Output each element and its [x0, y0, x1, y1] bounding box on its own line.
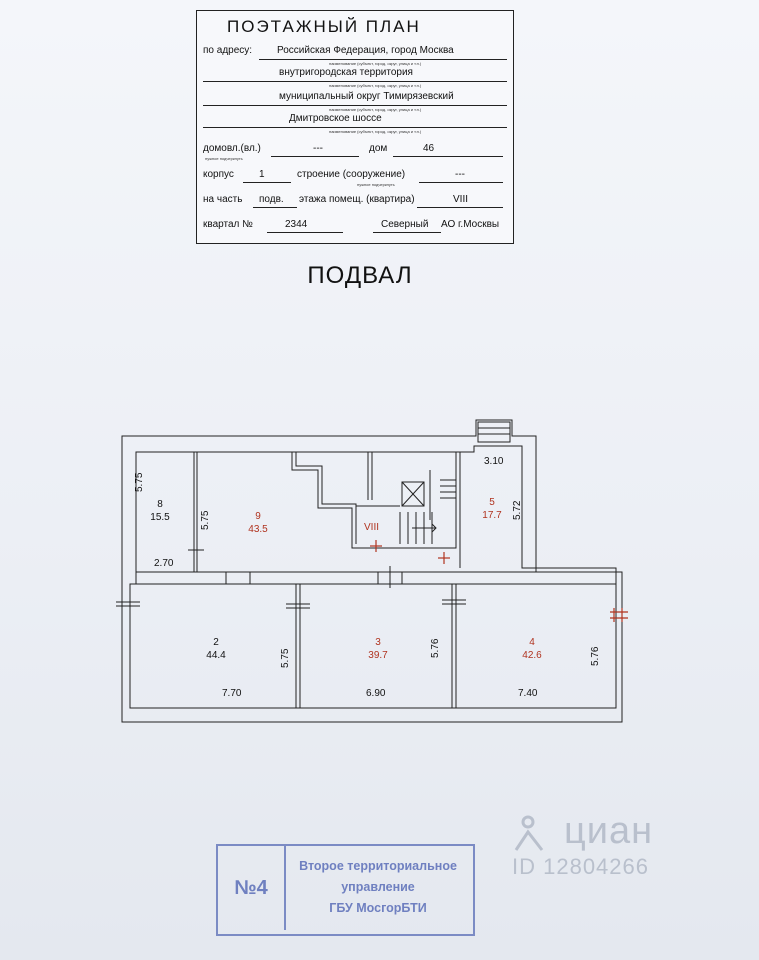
part-value: подв.	[259, 194, 284, 205]
bti-stamp: №4 Второе территориальное управление ГБУ…	[216, 844, 475, 936]
district-hint: наименование (субъект, город, округ, ули…	[329, 107, 422, 112]
room-2-number: 2	[213, 637, 219, 648]
room-9-area: 43.5	[248, 524, 268, 535]
room-9-label: 9 43.5	[238, 510, 278, 536]
address-label: по адресу:	[203, 45, 253, 56]
part-underline	[253, 207, 297, 208]
floor-label: этажа помещ. (квартира)	[299, 194, 415, 205]
inner-wall	[129, 445, 617, 709]
address-hint: наименование (субъект, город, округ, ули…	[329, 61, 422, 66]
entrance-niche	[477, 421, 511, 443]
room-3-area: 39.7	[368, 650, 388, 661]
dim-room4-height: 5.76	[590, 646, 601, 666]
stroenie-hint: нужное подчеркнуть	[357, 182, 395, 187]
ao-suffix: АО г.Москвы	[441, 219, 500, 230]
stroenie-underline	[419, 182, 503, 183]
stroenie-value: ---	[455, 169, 465, 180]
room-4-area: 42.6	[522, 650, 542, 661]
part-label: на часть	[203, 194, 243, 205]
dim-room4-width: 7.40	[518, 688, 538, 699]
room-9-number: 9	[255, 511, 261, 522]
street-underline	[203, 127, 507, 128]
elevator-shaft	[401, 481, 425, 507]
room-5-label: 5 17.7	[472, 496, 512, 522]
outer-wall	[121, 419, 623, 723]
domovl-value: ---	[313, 143, 323, 154]
district-underline	[203, 105, 507, 106]
street-value: Дмитровское шоссе	[289, 113, 382, 124]
territory-value: внутригородская территория	[279, 67, 413, 78]
floor-value: VIII	[453, 194, 469, 205]
watermark-brand: циан	[564, 810, 654, 852]
stamp-line-1: Второе территориальное	[299, 859, 457, 873]
korpus-underline	[243, 182, 291, 183]
kvartal-underline	[267, 232, 343, 233]
room-2-area: 44.4	[206, 650, 226, 661]
dim-room8-width: 2.70	[154, 558, 174, 569]
domovl-underline	[271, 156, 359, 157]
street-hint: наименование (субъект, город, округ, ули…	[329, 129, 422, 134]
title-block: ПОЭТАЖНЫЙ ПЛАН по адресу: Российская Фед…	[196, 10, 514, 244]
watermark: циан ID 12804266	[512, 810, 702, 890]
ao-underline	[373, 232, 441, 233]
korpus-label: корпус	[203, 169, 234, 180]
stamp-text: Второе территориальное управление ГБУ Мо…	[288, 856, 468, 919]
domovl-label: домовл.(вл.)	[203, 143, 261, 154]
address-underline	[259, 59, 507, 60]
title-block-heading: ПОЭТАЖНЫЙ ПЛАН	[227, 17, 421, 36]
room-2-label: 2 44.4	[196, 636, 236, 662]
dim-room2-height: 5.75	[280, 648, 291, 668]
floor-underline	[417, 207, 503, 208]
territory-hint: наименование (субъект, город, округ, ули…	[329, 83, 422, 88]
dim-room5-height: 5.72	[512, 500, 523, 520]
dim-room9-height: 5.75	[200, 510, 211, 530]
stair-core	[291, 452, 457, 549]
room-8-label: 8 15.5	[140, 498, 180, 524]
room-5-number: 5	[489, 497, 495, 508]
dim-room8-height: 5.75	[134, 472, 145, 492]
stamp-line-3: ГБУ МосгорБТИ	[329, 901, 427, 915]
location-pin-icon	[514, 815, 544, 851]
dim-room3-width: 6.90	[366, 688, 386, 699]
dom-label: дом	[369, 143, 388, 154]
kvartal-value: 2344	[285, 219, 308, 230]
address-value: Российская Федерация, город Москва	[277, 45, 454, 56]
room-8-area: 15.5	[150, 512, 170, 523]
room-5-area: 17.7	[482, 510, 502, 521]
room-3-label: 3 39.7	[358, 636, 398, 662]
stamp-line-2: управление	[341, 880, 415, 894]
room-4-number: 4	[529, 637, 535, 648]
stamp-number: №4	[218, 846, 286, 930]
stroenie-label: строение (сооружение)	[297, 169, 406, 180]
dim-room2-width: 7.70	[222, 688, 242, 699]
watermark-id: ID 12804266	[512, 854, 649, 879]
domovl-hint: нужное подчеркнуть	[205, 156, 243, 161]
territory-underline	[203, 81, 507, 82]
korpus-value: 1	[259, 169, 265, 180]
kvartal-label: квартал №	[203, 219, 253, 230]
room-4-label: 4 42.6	[512, 636, 552, 662]
plan-title: ПОДВАЛ	[307, 262, 413, 289]
section-label: VIII	[364, 522, 380, 533]
room-3-number: 3	[375, 637, 381, 648]
ao-value: Северный	[381, 219, 429, 230]
dom-value: 46	[423, 143, 435, 154]
dom-underline	[393, 156, 503, 157]
dim-room5-width: 3.10	[484, 456, 504, 467]
dim-room3-height: 5.76	[430, 638, 441, 658]
district-value: муниципальный округ Тимирязевский	[279, 91, 454, 102]
room-8-number: 8	[157, 499, 163, 510]
